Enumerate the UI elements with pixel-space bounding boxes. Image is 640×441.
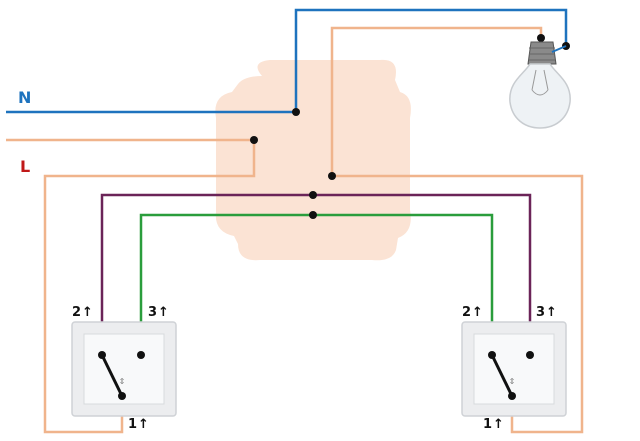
arrow-up-icon: ↑ [472,305,483,320]
right-terminal-2-label: 2 [462,305,471,320]
arrow-up-icon: ↑ [546,305,557,320]
switch-right: ⇕ [461,321,567,417]
arrow-up-icon: ↑ [138,417,149,432]
left-terminal-3-label: 3 [148,305,157,320]
arrow-up-icon: ↑ [82,305,93,320]
svg-text:⇕: ⇕ [509,377,516,386]
arrow-up-icon: ↑ [158,305,169,320]
right-terminal-3-label: 3 [536,305,545,320]
switch-left: ⇕ [71,321,177,417]
right-terminal-1-label: 1 [483,417,492,432]
arrow-up-icon: ↑ [493,417,504,432]
label-line: L [20,157,30,176]
neutral-wire [6,8,568,114]
light-bulb [509,41,571,129]
left-terminal-1-label: 1 [128,417,137,432]
lamp-wire [330,26,584,434]
svg-text:⇕: ⇕ [119,377,126,386]
label-neutral: N [18,88,31,107]
left-terminal-2-label: 2 [72,305,81,320]
junction-box [215,59,411,261]
